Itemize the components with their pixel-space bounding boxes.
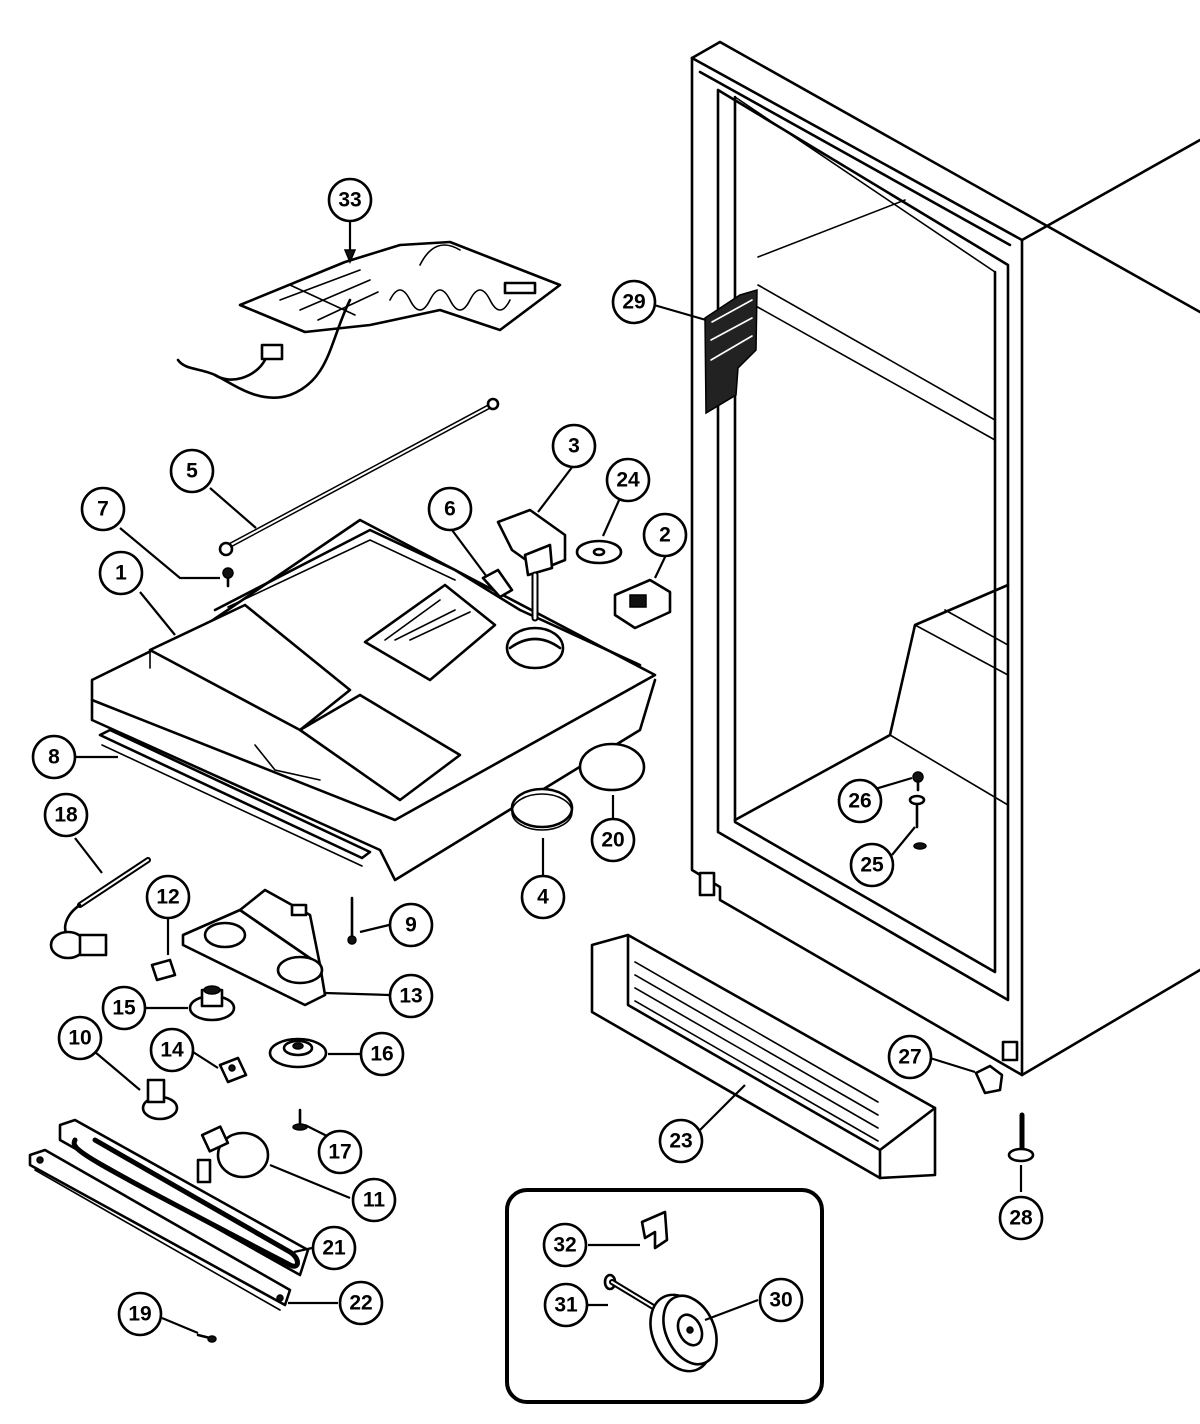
screw-25	[908, 794, 927, 850]
callout-33: 33	[327, 177, 373, 223]
svg-text:10: 10	[68, 1027, 91, 1050]
svg-text:5: 5	[186, 460, 198, 483]
callout-27: 27	[887, 1034, 933, 1080]
svg-text:24: 24	[616, 469, 640, 492]
callout-21: 21	[311, 1225, 357, 1271]
svg-text:12: 12	[156, 886, 179, 909]
callout-31: 31	[543, 1282, 589, 1328]
knob-16	[268, 1037, 328, 1069]
svg-text:4: 4	[537, 886, 549, 909]
callout-2: 2	[642, 512, 688, 558]
toe-grille-23	[590, 933, 937, 1180]
callout-22: 22	[338, 1280, 384, 1326]
svg-text:31: 31	[554, 1294, 578, 1317]
leader-lines	[74, 220, 1023, 1335]
thermostat-3	[496, 508, 567, 622]
refrigerator-cabinet	[690, 40, 1200, 1077]
callout-20: 20	[590, 817, 636, 863]
callout-30: 30	[758, 1277, 804, 1323]
callout-15: 15	[101, 985, 147, 1031]
svg-text:21: 21	[322, 1237, 346, 1260]
screw-7	[222, 567, 234, 588]
callout-9: 9	[388, 902, 434, 948]
svg-text:6: 6	[444, 498, 456, 521]
clip-27	[974, 1064, 1004, 1095]
svg-text:9: 9	[405, 914, 417, 937]
callout-19: 19	[117, 1291, 163, 1337]
callout-28: 28	[998, 1195, 1044, 1241]
svg-text:25: 25	[860, 854, 884, 877]
svg-text:16: 16	[370, 1043, 393, 1066]
socket-10	[141, 1078, 179, 1121]
light-housing-13	[181, 888, 327, 1007]
svg-text:17: 17	[328, 1141, 351, 1164]
socket-15	[188, 985, 236, 1022]
clip-12	[150, 958, 177, 982]
callout-17: 17	[317, 1129, 363, 1175]
callout-8: 8	[31, 734, 77, 780]
svg-text:8: 8	[48, 746, 60, 769]
svg-text:26: 26	[848, 790, 871, 813]
control-housing-tray	[90, 518, 657, 882]
svg-text:7: 7	[97, 498, 109, 521]
svg-text:15: 15	[112, 997, 136, 1020]
leveling-leg-28	[1007, 1112, 1035, 1163]
callout-10: 10	[57, 1015, 103, 1061]
svg-text:11: 11	[363, 1189, 386, 1212]
callout-29: 29	[611, 279, 657, 325]
callout-6: 6	[427, 486, 473, 532]
callout-16: 16	[359, 1031, 405, 1077]
svg-text:28: 28	[1009, 1207, 1033, 1230]
svg-text:1: 1	[115, 562, 127, 585]
svg-text:22: 22	[349, 1292, 372, 1315]
callout-18: 18	[43, 792, 89, 838]
svg-text:32: 32	[553, 1234, 576, 1257]
rod-part	[218, 397, 500, 557]
washer-24	[575, 539, 623, 565]
callout-32: 32	[542, 1222, 588, 1268]
switch-2	[613, 578, 672, 630]
screw-17	[292, 1108, 308, 1131]
clip-6	[481, 568, 514, 599]
disc-20	[578, 742, 646, 792]
svg-text:13: 13	[399, 985, 422, 1008]
screw-19	[196, 1333, 217, 1343]
heater-21	[58, 1118, 310, 1277]
bracket-22	[28, 1148, 292, 1311]
callout-14: 14	[149, 1027, 195, 1073]
callout-25: 25	[849, 842, 895, 888]
callout-1: 1	[98, 550, 144, 596]
svg-text:20: 20	[601, 829, 624, 852]
callout-7: 7	[80, 486, 126, 532]
callout-13: 13	[388, 973, 434, 1019]
trim-strip	[98, 728, 372, 867]
svg-text:29: 29	[622, 291, 645, 314]
svg-text:2: 2	[659, 524, 671, 547]
ring-4	[510, 787, 574, 831]
evaporator-heater-part	[176, 240, 562, 400]
svg-text:3: 3	[568, 435, 580, 458]
svg-text:23: 23	[669, 1130, 692, 1153]
roller-inset	[505, 1188, 824, 1404]
bulb-11	[200, 1125, 270, 1179]
callout-26: 26	[837, 778, 883, 824]
callout-11: 11	[351, 1177, 397, 1223]
screw-26	[912, 771, 924, 792]
callout-24: 24	[605, 457, 651, 503]
svg-text:19: 19	[128, 1303, 151, 1326]
sensor-18	[49, 857, 151, 960]
callout-3: 3	[551, 423, 597, 469]
svg-text:18: 18	[54, 804, 78, 827]
svg-text:30: 30	[769, 1289, 792, 1312]
clip-14	[218, 1056, 248, 1084]
svg-text:33: 33	[338, 189, 361, 212]
callout-5: 5	[169, 448, 215, 494]
screw-9	[347, 896, 357, 945]
svg-text:27: 27	[898, 1046, 921, 1069]
callout-12: 12	[145, 874, 191, 920]
callout-4: 4	[520, 874, 566, 920]
svg-text:14: 14	[160, 1039, 184, 1062]
callout-23: 23	[658, 1118, 704, 1164]
